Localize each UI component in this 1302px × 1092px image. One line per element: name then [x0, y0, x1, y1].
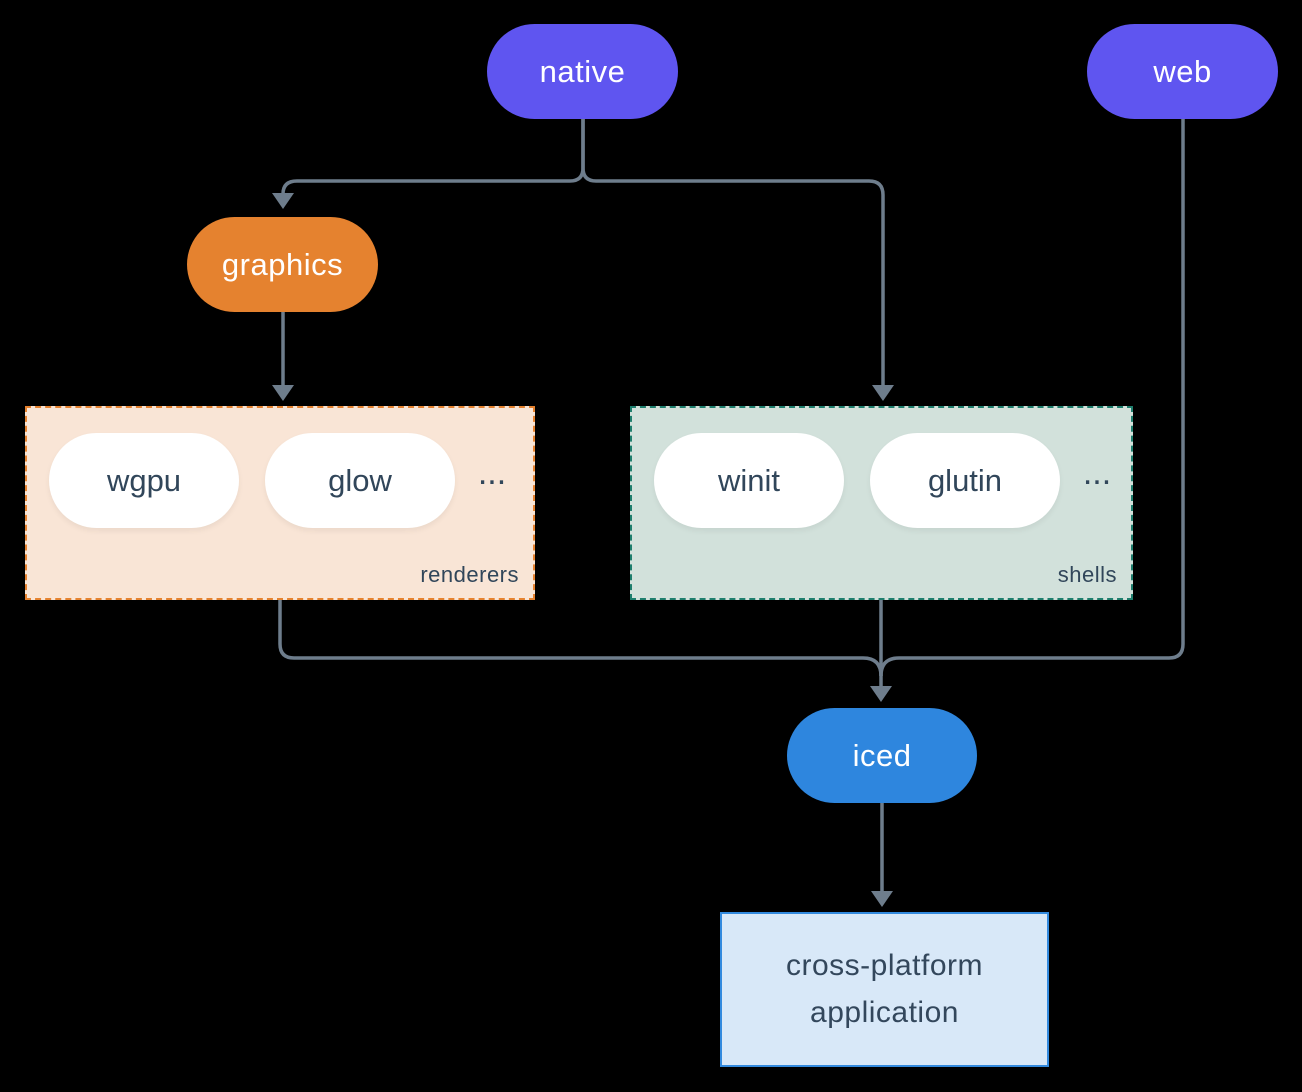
node-iced-label: iced — [852, 737, 912, 773]
node-wgpu: wgpu — [49, 433, 239, 528]
node-glow: glow — [265, 433, 455, 528]
node-graphics-label: graphics — [221, 246, 344, 282]
arrowhead-shells — [872, 385, 894, 401]
edge-native-graphics — [281, 119, 585, 195]
node-glutin-label: glutin — [927, 462, 1003, 498]
arrowhead-application — [871, 891, 893, 907]
renderers-group-label: renderers — [420, 562, 519, 587]
node-native: native — [487, 24, 678, 119]
shells-ellipsis: ... — [1082, 454, 1112, 492]
node-graphics: graphics — [187, 217, 378, 312]
node-glow-label: glow — [328, 462, 392, 498]
node-web-label: web — [1153, 53, 1212, 89]
arrowhead-renderers — [272, 385, 294, 401]
arrowhead-iced — [870, 686, 892, 702]
node-native-label: native — [539, 53, 626, 89]
node-glutin: glutin — [870, 433, 1060, 528]
edge-web-iced — [879, 119, 1185, 677]
shells-group-label: shells — [1057, 562, 1117, 587]
node-iced: iced — [787, 708, 977, 803]
node-winit-label: winit — [717, 462, 780, 498]
application-label-line1: cross-platform — [785, 949, 984, 982]
node-cross-platform-application: cross-platform application — [720, 912, 1049, 1067]
edge-native-shells — [581, 119, 885, 385]
edge-renderers-iced — [278, 600, 883, 677]
node-winit: winit — [654, 433, 844, 528]
arrowhead-graphics — [272, 193, 294, 209]
group-renderers: wgpu glow ... renderers — [25, 406, 535, 600]
renderers-ellipsis: ... — [477, 454, 507, 492]
application-label-line2: application — [810, 995, 959, 1029]
node-wgpu-label: wgpu — [106, 462, 182, 498]
node-web: web — [1087, 24, 1278, 119]
group-shells: winit glutin ... shells — [630, 406, 1133, 600]
